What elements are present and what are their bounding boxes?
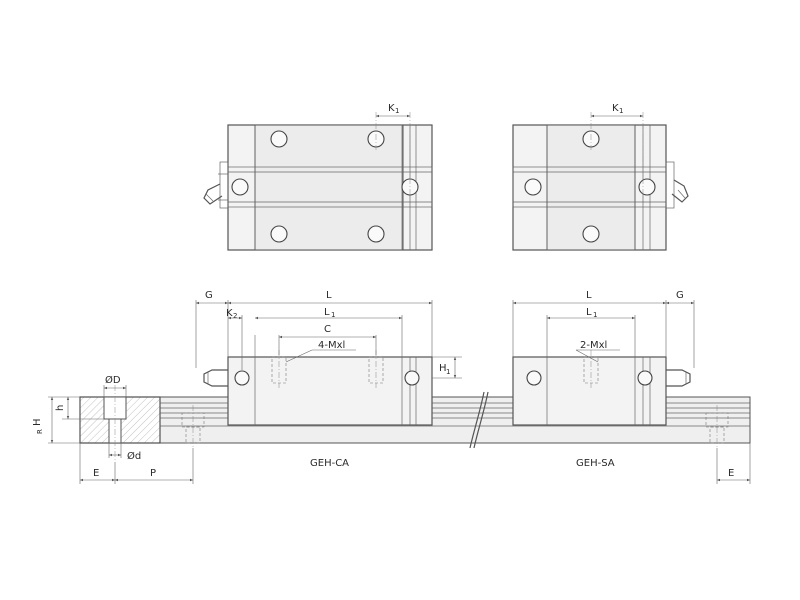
k1-label-sa: K <box>612 103 619 114</box>
l1-subscript-sa: 1 <box>593 311 597 319</box>
side-view-sa-block <box>512 350 691 426</box>
side-hole <box>526 370 542 386</box>
k2-subscript: 2 <box>233 312 237 320</box>
hr-label: H <box>32 418 43 426</box>
model-label-ca: GEH-CA <box>310 458 349 469</box>
l1-label: L <box>324 307 330 318</box>
grease-nipple-icon <box>665 161 689 209</box>
g-label: G <box>205 290 213 301</box>
grease-nipple-icon <box>203 161 229 209</box>
rail-hidden-holes <box>181 405 729 448</box>
p-label: P <box>150 468 156 479</box>
e-label: E <box>93 468 99 479</box>
dimensions-sa: L G L 1 2-Mxl <box>512 290 695 368</box>
hr-subscript: R <box>36 429 44 434</box>
k2-label: K <box>226 308 233 319</box>
h1-subscript: 1 <box>446 368 450 376</box>
side-hole <box>234 370 250 386</box>
h1-label: H <box>439 363 447 374</box>
l-label-sa: L <box>586 290 592 301</box>
h-label: h <box>55 405 66 411</box>
grease-nipple-icon <box>666 369 691 387</box>
l-label: L <box>326 290 332 301</box>
mount-hole <box>582 225 600 243</box>
tapped-hole-callout-sa: 2-Mxl <box>580 340 607 351</box>
dimensions-rail: ØD Ød H R h E P E <box>32 374 751 484</box>
rail-hole <box>638 178 656 196</box>
e-label-right: E <box>728 468 734 479</box>
side-hole <box>637 370 653 386</box>
rail-hole <box>524 178 542 196</box>
k1-label: K <box>388 103 395 114</box>
side-view-ca-block <box>203 350 433 426</box>
side-hole <box>404 370 420 386</box>
model-label-sa: GEH-SA <box>576 458 615 469</box>
top-view-sa-block: K 1 <box>512 103 689 251</box>
rail-hole <box>231 178 249 196</box>
c-label: C <box>324 324 331 335</box>
mount-hole <box>367 225 385 243</box>
dimensions-ca: G L K 2 L 1 C 4-Mxl H 1 <box>195 290 462 379</box>
l1-subscript: 1 <box>331 311 335 319</box>
k1-subscript-sa: 1 <box>619 107 623 115</box>
mount-hole <box>270 225 288 243</box>
bolt-hole-diameter-label: Ød <box>127 450 141 462</box>
grease-nipple-icon <box>203 369 228 387</box>
tapped-hole-callout-ca: 4-Mxl <box>318 340 345 351</box>
mount-hole <box>270 130 288 148</box>
g-label-sa: G <box>676 290 684 301</box>
k1-subscript: 1 <box>395 107 399 115</box>
rail-cross-section <box>79 385 161 462</box>
counterbore-diameter-label: ØD <box>105 374 121 386</box>
l1-label-sa: L <box>586 307 592 318</box>
top-view-ca-block: K 1 <box>203 103 433 251</box>
